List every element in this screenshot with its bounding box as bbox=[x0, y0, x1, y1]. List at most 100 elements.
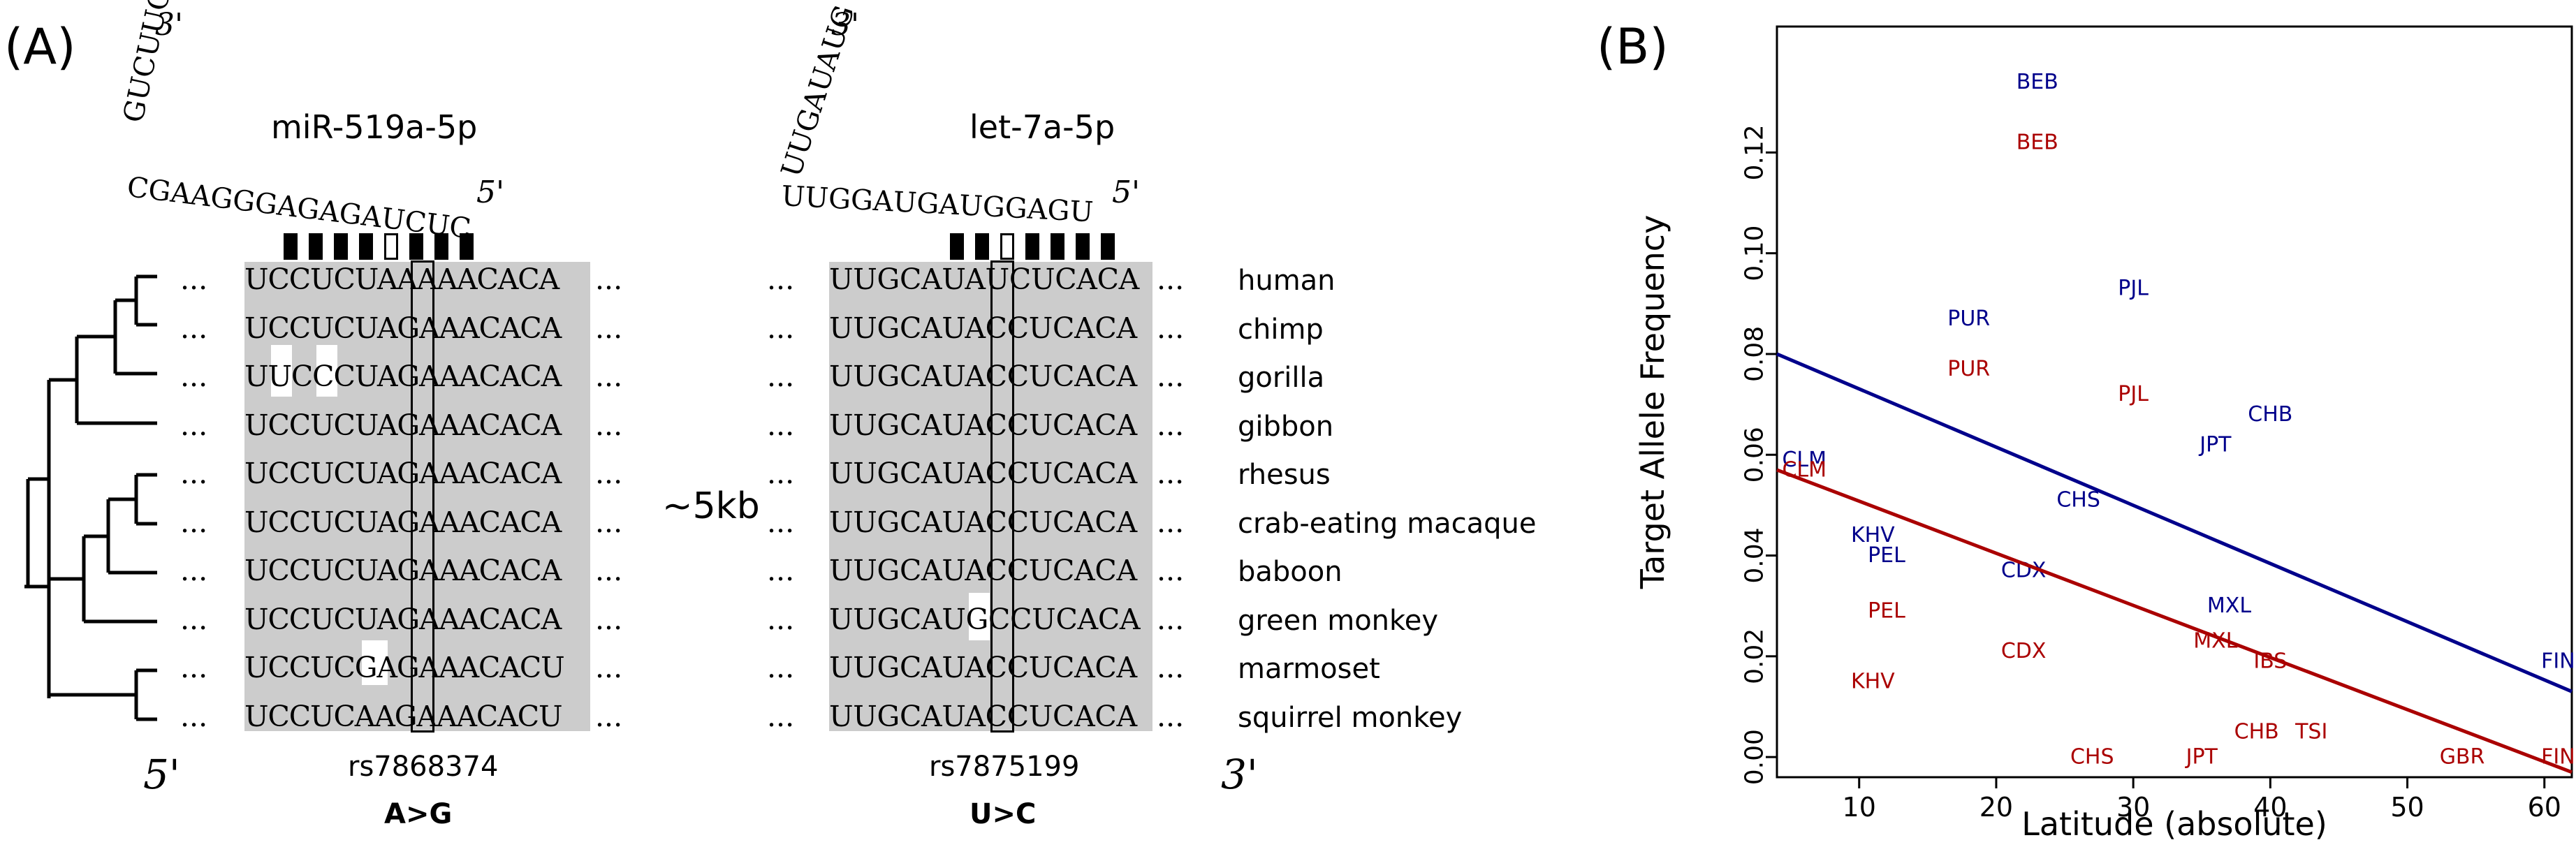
species-label-9: squirrel monkey bbox=[1238, 701, 1463, 734]
point-label-blue-fin: FIN bbox=[2541, 649, 2575, 674]
mir519-five-prime: 5' bbox=[476, 175, 505, 210]
dots-mid-right-4: ... bbox=[767, 457, 795, 490]
y-axis-label: Target Allele Frequency bbox=[1634, 215, 1671, 590]
let7-three-prime: 3' bbox=[831, 7, 860, 43]
mir519-name: miR-519a-5p bbox=[271, 108, 478, 146]
x-tick-label-1: 20 bbox=[1979, 792, 2013, 823]
species-label-4: rhesus bbox=[1238, 459, 1331, 491]
dots-mid-left-0: ... bbox=[595, 263, 623, 296]
seq-right-2: UUGCAUACCUCACA bbox=[829, 360, 1137, 393]
seq-right-0: UUGCAUAUCUCACA bbox=[829, 263, 1139, 296]
y-tick-label-5: 0.10 bbox=[1741, 226, 1769, 281]
dots-right-8: ... bbox=[1157, 651, 1185, 684]
mir519-pair-bar-4 bbox=[384, 233, 398, 260]
dots-mid-left-6: ... bbox=[595, 554, 623, 587]
seq-left-0: UCCUCUAAAAACACA bbox=[244, 263, 559, 296]
dots-mid-right-1: ... bbox=[767, 311, 795, 345]
seq-left-6: UCCUCUAGAAACACA bbox=[244, 554, 562, 587]
dots-mid-right-8: ... bbox=[767, 651, 795, 684]
dots-right-9: ... bbox=[1157, 699, 1185, 733]
gorilla-substitution-1 bbox=[271, 345, 292, 397]
dots-right-7: ... bbox=[1157, 602, 1185, 636]
dots-mid-right-9: ... bbox=[767, 699, 795, 733]
point-label-blue-clm: CLM bbox=[1782, 448, 1827, 472]
y-tick-label-6: 0.12 bbox=[1741, 124, 1769, 180]
x-tick-label-0: 10 bbox=[1843, 792, 1876, 823]
point-label-blue-jpt: JPT bbox=[2198, 432, 2232, 457]
let7-pair-bar-1 bbox=[975, 233, 989, 260]
seq-right-9: UUGCAUACCUCACA bbox=[829, 699, 1137, 733]
x-tick-label-3: 40 bbox=[2253, 792, 2287, 823]
dots-right-1: ... bbox=[1157, 311, 1185, 345]
mir519-pair-bar-2 bbox=[334, 233, 348, 260]
snp-left-id: rs7868374 bbox=[348, 751, 499, 783]
point-label-blue-mxl: MXL bbox=[2207, 594, 2251, 618]
seq-left-7: UCCUCUAGAAACACA bbox=[244, 602, 562, 636]
point-label-red-gbr: GBR bbox=[2440, 745, 2485, 770]
dots-mid-left-4: ... bbox=[595, 457, 623, 490]
dots-mid-right-6: ... bbox=[767, 554, 795, 587]
dots-left-1: ... bbox=[180, 311, 208, 345]
species-label-1: chimp bbox=[1238, 313, 1324, 346]
mir519-pairing bbox=[284, 233, 474, 260]
dots-mid-left-7: ... bbox=[595, 602, 623, 636]
dots-left-0: ... bbox=[180, 263, 208, 296]
dots-mid-left-9: ... bbox=[595, 699, 623, 733]
dots-mid-left-2: ... bbox=[595, 360, 623, 393]
x-axis-label: Latitude (absolute) bbox=[2021, 805, 2327, 843]
dots-mid-right-0: ... bbox=[767, 263, 795, 296]
let7-hairpin-tail: UUGAUAUG bbox=[775, 1, 861, 182]
mir519-pair-bar-5 bbox=[409, 233, 423, 260]
point-label-red-khv: KHV bbox=[1851, 669, 1895, 693]
point-label-blue-chs: CHS bbox=[2056, 488, 2100, 513]
point-label-red-mxl: MXL bbox=[2193, 629, 2237, 654]
dots-right-0: ... bbox=[1157, 263, 1185, 296]
point-label-red-ibs: IBS bbox=[2253, 649, 2287, 674]
species-label-2: gorilla bbox=[1238, 362, 1325, 394]
point-label-red-pjl: PJL bbox=[2118, 382, 2149, 406]
point-label-red-jpt: JPT bbox=[2185, 745, 2218, 770]
left-alignment-block bbox=[244, 262, 590, 731]
x-tick-label-4: 50 bbox=[2390, 792, 2424, 823]
point-label-red-fin: FIN bbox=[2541, 745, 2575, 770]
trend-line-blue bbox=[1776, 352, 2573, 693]
dots-mid-right-3: ... bbox=[767, 408, 795, 442]
seq-right-5: UUGCAUACCUCACA bbox=[829, 505, 1137, 539]
mir519-pair-bar-0 bbox=[284, 233, 298, 260]
let7-pair-bar-3 bbox=[1025, 233, 1039, 260]
dots-mid-left-8: ... bbox=[595, 651, 623, 684]
mir519-pair-bar-6 bbox=[434, 233, 448, 260]
dots-left-3: ... bbox=[180, 408, 208, 442]
point-label-blue-pur: PUR bbox=[1947, 307, 1990, 331]
snp-left-allele: A>G bbox=[384, 798, 453, 830]
dots-left-2: ... bbox=[180, 360, 208, 393]
species-label-7: green monkey bbox=[1238, 604, 1439, 637]
point-label-red-chb: CHB bbox=[2234, 720, 2279, 744]
dots-left-6: ... bbox=[180, 554, 208, 587]
point-label-blue-pjl: PJL bbox=[2118, 277, 2149, 301]
let7-pair-bar-0 bbox=[950, 233, 964, 260]
plot-frame bbox=[1776, 25, 2573, 779]
let7-hairpin-body: UUGGAUGAUGGAGU bbox=[780, 180, 1095, 229]
seq-left-8: UCCUCGAGAAACACU bbox=[244, 651, 565, 684]
point-label-blue-beb: BEB bbox=[2017, 70, 2058, 94]
seq-right-4: UUGCAUACCUCACA bbox=[829, 457, 1137, 490]
dots-left-4: ... bbox=[180, 457, 208, 490]
dots-mid-right-2: ... bbox=[767, 360, 795, 393]
point-label-blue-chb: CHB bbox=[2248, 402, 2292, 427]
green-monkey-substitution bbox=[969, 593, 990, 640]
dots-mid-left-5: ... bbox=[595, 505, 623, 539]
dots-mid-left-3: ... bbox=[595, 408, 623, 442]
left-end-label: 5' bbox=[143, 751, 180, 798]
let7-name: let-7a-5p bbox=[969, 108, 1115, 146]
seq-right-7: UUGCAUGCCUCACA bbox=[829, 602, 1141, 636]
point-label-red-pel: PEL bbox=[1868, 598, 1905, 623]
mir519-pair-bar-1 bbox=[309, 233, 323, 260]
seq-left-5: UCCUCUAGAAACACA bbox=[244, 505, 562, 539]
y-tick-label-3: 0.06 bbox=[1741, 427, 1769, 483]
seq-right-1: UUGCAUACCUCACA bbox=[829, 311, 1137, 345]
species-label-6: baboon bbox=[1238, 556, 1342, 588]
let7-pairing bbox=[950, 233, 1115, 260]
trend-line-red bbox=[1776, 468, 2573, 774]
snp-right-id: rs7875199 bbox=[929, 751, 1080, 783]
